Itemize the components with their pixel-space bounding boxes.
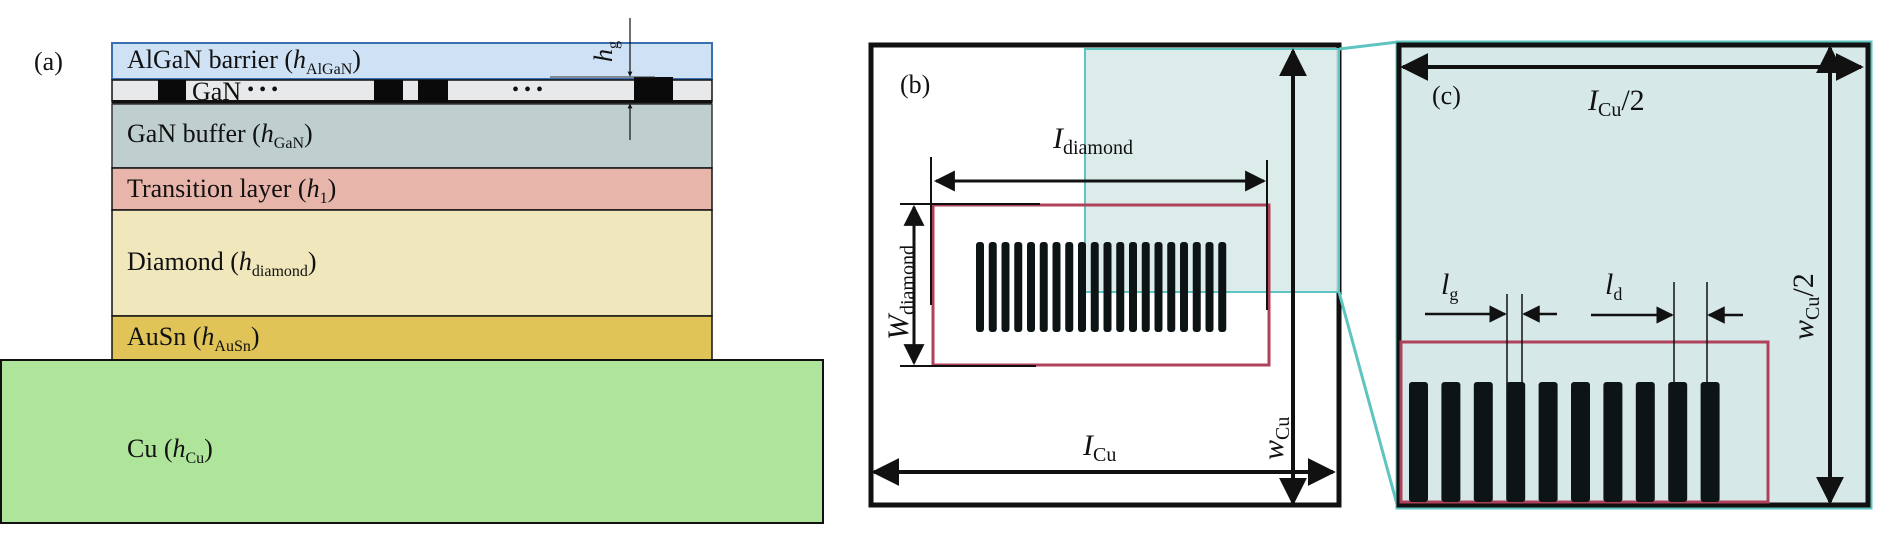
zoom-connector-top (1338, 40, 1399, 51)
lg-label: lg (1441, 268, 1458, 304)
diamond-outline (931, 203, 1271, 367)
electrode-finger (1668, 382, 1688, 502)
electrode-finger (1014, 242, 1023, 332)
svg-text:wCu/2: wCu/2 (1787, 273, 1824, 340)
layer-gan-buffer-label: GaN buffer (hGaN) (127, 119, 313, 152)
electrode-finger (1192, 242, 1201, 332)
panel-c: (c) ICu/2 wCu/2 lg ld (1395, 40, 1873, 510)
hg-label: hg (589, 41, 622, 62)
layer-algan-label: AlGaN barrier (hAlGaN) (127, 45, 361, 78)
electrode-finger (1538, 382, 1558, 502)
layer-cu (0, 359, 824, 524)
layer-algan-barrier (111, 42, 713, 80)
electrode-finger (1409, 382, 1428, 502)
ld-label: ld (1605, 268, 1622, 304)
channel-dots: • • • (512, 79, 543, 101)
layer-cu-label: Cu (hCu) (127, 434, 213, 467)
electrode-finger (1052, 242, 1061, 332)
electrode-block (418, 80, 448, 102)
electrode-finger (976, 242, 984, 332)
electrode-finger (1129, 242, 1137, 332)
electrode-finger (1205, 242, 1214, 332)
electrode-finger (1141, 242, 1150, 332)
panel-a: (a) AlGaN barrier (hAlGaN) GaN• • • • • … (0, 18, 824, 524)
electrode-block (374, 80, 403, 102)
panel-b-label: (b) (900, 70, 930, 99)
electrode-finger (1154, 242, 1163, 332)
layer-diamond (111, 209, 713, 317)
svg-text:wCu: wCu (1257, 417, 1294, 460)
electrode-finger (1167, 242, 1176, 332)
l-cu-half-label: ICu/2 (1587, 84, 1645, 121)
electrode-block (158, 80, 186, 102)
electrode-finger (1103, 242, 1112, 332)
panel-b: (b) Idiamond Wdiamond ICu wCu (868, 42, 1342, 508)
layer-diamond-label: Diamond (hdiamond) (127, 247, 317, 280)
zoomed-region-outline (1396, 42, 1871, 508)
electrode-finger (1027, 242, 1035, 332)
layer-ausn (111, 315, 713, 361)
panel-c-label: (c) (1432, 81, 1461, 110)
gate-electrode-block (634, 77, 673, 102)
panel-a-label: (a) (34, 47, 63, 76)
electrode-finger (1473, 382, 1493, 502)
electrode-finger (1571, 382, 1590, 502)
electrode-finger (1603, 382, 1623, 502)
svg-text:hg: hg (589, 41, 622, 62)
layer-gan-channel-label: GaN• • • (192, 77, 278, 106)
w-cu-half-label: wCu/2 (1787, 273, 1824, 340)
w-diamond-label: Wdiamond (882, 245, 919, 340)
electrode-finger (1116, 242, 1125, 332)
layer-transition-label: Transition layer (h1) (127, 174, 336, 207)
electrode-finger (1506, 382, 1526, 502)
electrode-finger (1180, 242, 1188, 332)
l-diamond-label: Idiamond (1052, 122, 1133, 159)
electrode-finger (1039, 242, 1048, 332)
layer-ausn-label: AuSn (hAuSn) (127, 322, 260, 355)
svg-text:Wdiamond: Wdiamond (882, 245, 919, 340)
l-cu-label: ICu (1082, 429, 1116, 466)
finger-array-b (976, 242, 1227, 332)
electrode-finger (1001, 242, 1010, 332)
electrode-finger (1218, 242, 1227, 332)
finger-array-c (1409, 382, 1720, 502)
electrode-finger (988, 242, 997, 332)
layer-transition (111, 167, 713, 211)
electrode-finger (1090, 242, 1099, 332)
electrode-finger (1065, 242, 1074, 332)
zoom-connector-bottom (1337, 291, 1400, 509)
w-cu-label: wCu (1257, 417, 1294, 460)
electrode-finger (1635, 382, 1655, 502)
electrode-finger (1078, 242, 1086, 332)
electrode-finger (1700, 382, 1720, 502)
electrode-finger (1441, 382, 1461, 502)
